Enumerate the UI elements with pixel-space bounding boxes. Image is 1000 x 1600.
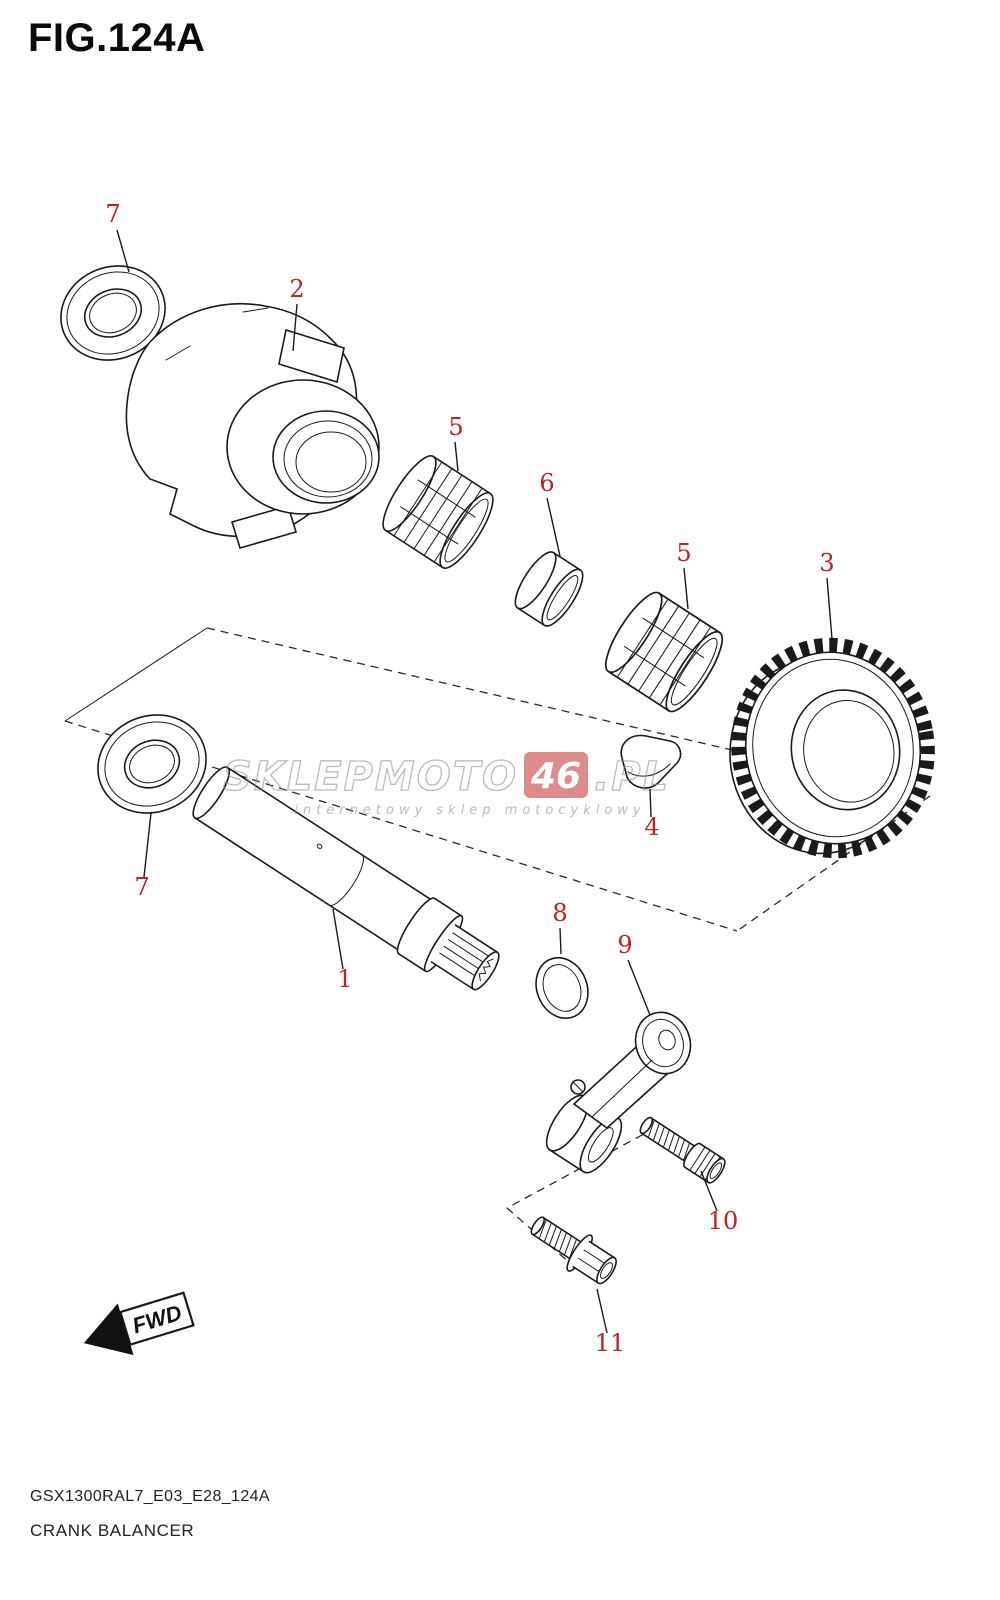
watermark: SKLEPMOTO 46 .PL internetowy sklep motoc… bbox=[222, 752, 670, 818]
watermark-brand-mid: 46 bbox=[530, 756, 581, 797]
watermark-46-tile bbox=[524, 752, 588, 798]
leader-line-2-1 bbox=[292, 303, 298, 352]
part-4-key bbox=[620, 734, 682, 789]
callout-5-4: 5 bbox=[676, 539, 691, 567]
part-7-washer-a bbox=[60, 265, 166, 361]
callout-6-3: 6 bbox=[539, 469, 554, 497]
callout-2-1: 2 bbox=[289, 275, 304, 303]
leader-line-8-9 bbox=[559, 927, 562, 955]
leader-line-5-2 bbox=[454, 441, 459, 472]
callout-8-9: 8 bbox=[552, 899, 567, 927]
watermark-subtitle: internetowy sklep motocyklowy bbox=[294, 803, 645, 818]
part-3-balancer-gear bbox=[729, 637, 935, 859]
part-9-lever bbox=[545, 1011, 692, 1174]
leader-line-9-10 bbox=[627, 959, 651, 1016]
callout-11-12: 11 bbox=[595, 1329, 626, 1357]
fwd-arrow-tail bbox=[119, 1291, 195, 1346]
leader-line-5-4 bbox=[683, 567, 689, 610]
leader-line-6-3 bbox=[546, 497, 561, 557]
leader-line-3-5 bbox=[826, 577, 833, 640]
part-10-screw bbox=[639, 1116, 726, 1184]
callout-5-2: 5 bbox=[448, 413, 463, 441]
footer-figure-name: CRANK BALANCER bbox=[30, 1521, 195, 1540]
leader-line-7-0 bbox=[116, 229, 130, 273]
callout-3-5: 3 bbox=[819, 549, 834, 577]
callout-7-0: 7 bbox=[105, 200, 120, 228]
leader-line-1-8 bbox=[332, 908, 344, 970]
leader-line-7-7 bbox=[143, 812, 152, 878]
watermark-brand-right: .PL bbox=[594, 754, 670, 800]
callout-7-7: 7 bbox=[134, 873, 149, 901]
leader-line-11-12 bbox=[596, 1288, 608, 1334]
part-2-balancer-weight bbox=[125, 303, 380, 549]
callout-1-8: 1 bbox=[337, 965, 352, 993]
part-1-balancer-shaft bbox=[192, 766, 500, 991]
callout-10-11: 10 bbox=[708, 1207, 739, 1235]
callout-4-6: 4 bbox=[644, 813, 659, 841]
leader-line-10-11 bbox=[700, 1170, 718, 1212]
leader-line-4-6 bbox=[649, 788, 652, 818]
part-8-washer bbox=[535, 956, 589, 1020]
part-11-bolt bbox=[530, 1216, 617, 1285]
fwd-arrow: FWD bbox=[83, 1291, 195, 1356]
watermark-brand-left: SKLEPMOTO bbox=[223, 754, 518, 800]
part-5-needle-bearing-a bbox=[373, 448, 503, 576]
callout-layer: 7 2 5 6 5 3 4 7 1 8 9 10 11 bbox=[105, 200, 834, 1357]
part-6-spacer bbox=[514, 551, 584, 627]
part-5-needle-bearing-b bbox=[595, 584, 733, 720]
footer-model-code: GSX1300RAL7_E03_E28_124A bbox=[30, 1488, 271, 1505]
part-7-washer-b bbox=[97, 714, 207, 814]
figure-title: FIG.124A bbox=[28, 16, 206, 60]
callout-9-10: 9 bbox=[617, 931, 632, 959]
